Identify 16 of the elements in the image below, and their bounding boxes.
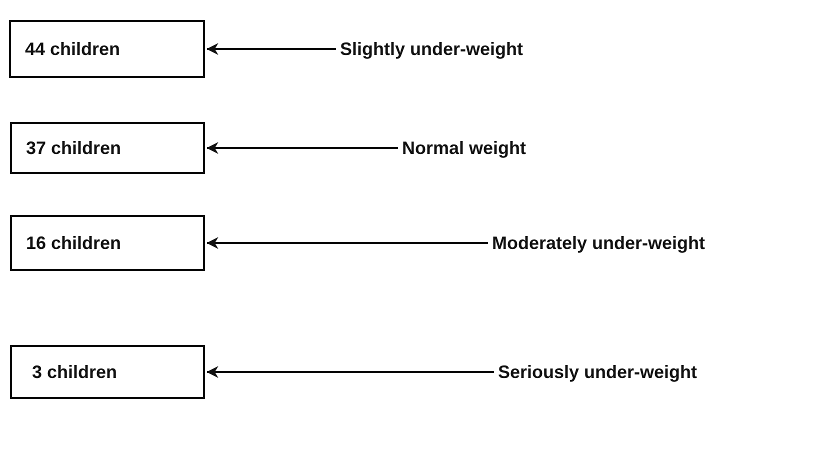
node-text: 3 children xyxy=(32,362,118,382)
count-box xyxy=(10,122,205,174)
node-text: Seriously under-weight xyxy=(498,362,698,382)
count-box xyxy=(10,215,205,271)
node-text: Slightly under-weight xyxy=(340,38,523,60)
node-text: 37 children xyxy=(26,138,122,158)
arrow xyxy=(206,237,488,249)
node-text: 16 children xyxy=(26,232,122,254)
count-box xyxy=(10,345,205,399)
arrow xyxy=(206,366,494,378)
arrow xyxy=(206,142,398,154)
node-text: 44 children xyxy=(25,38,120,60)
node-text: Normal weight xyxy=(402,138,526,158)
count-box xyxy=(9,20,205,78)
arrow xyxy=(206,43,336,55)
node-text: Moderately under-weight xyxy=(492,232,706,254)
